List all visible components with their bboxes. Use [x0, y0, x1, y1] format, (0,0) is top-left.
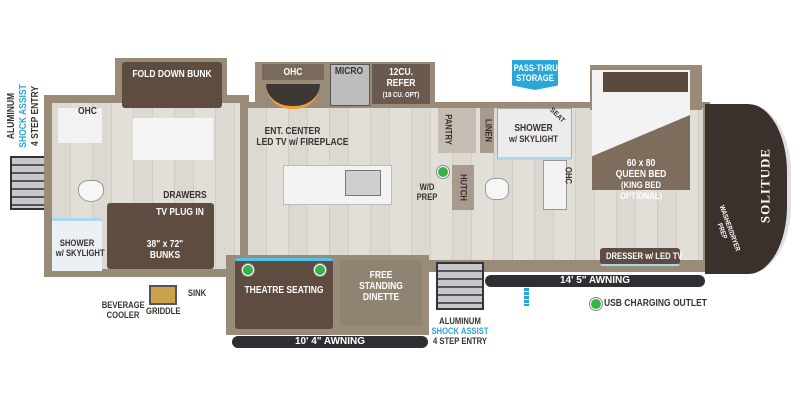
awning-left: 10' 4" AWNING: [232, 336, 428, 348]
pantry: [438, 108, 476, 153]
fold-down-bunk-mattress: [133, 118, 213, 160]
sink-label: SINK: [187, 288, 207, 298]
dresser-label: DRESSER w/ LED TV: [606, 251, 683, 261]
wd-prep-line2: PREP: [416, 192, 438, 202]
micro-label: MICRO: [334, 66, 364, 77]
kitchen-sink-icon: [345, 170, 381, 196]
theatre-seating-label: THEATRE SEATING: [244, 285, 324, 296]
bed-headboard: [603, 72, 688, 92]
dinette: [340, 260, 422, 326]
rear-entry-line2: SHOCK ASSIST: [18, 84, 29, 148]
ent-center-line2: LED TV w/ FIREPLACE: [256, 137, 349, 148]
usb-outlet-icon: [242, 264, 254, 276]
griddle-icon: [149, 285, 177, 305]
bunks: [107, 203, 214, 269]
rear-shower-line1: SHOWER: [59, 238, 95, 248]
front-shower: [497, 108, 572, 160]
bed-option-line2: OPTIONAL): [619, 191, 663, 201]
refer-line2: REFER: [386, 78, 416, 89]
ohc-cabinet: [262, 64, 324, 80]
ohc-front-label: OHC: [563, 167, 574, 184]
linen-label: LINEN: [483, 119, 494, 142]
pass-thru-line2: STORAGE: [516, 73, 554, 83]
awning-left-label: 10' 4" AWNING: [294, 336, 366, 347]
rear-entry-label: ALUMINUM SHOCK ASSIST 4 STEP ENTRY: [6, 76, 42, 156]
rear-entry-line1: ALUMINUM: [6, 92, 17, 140]
refer-label: 12CU.REFER (18 CU. OPT): [376, 67, 425, 101]
beverage-cooler-line1: BEVERAGE: [101, 300, 145, 310]
fold-down-bunk-label: FOLD DOWN BUNK: [132, 69, 212, 80]
awning-right-label: 14' 5" AWNING: [559, 275, 631, 286]
side-entry-line3: 4 STEP ENTRY: [432, 336, 488, 346]
usb-outlet-icon: [314, 264, 326, 276]
dinette-line1: FREE: [369, 270, 393, 281]
ohc-bath-label: OHC: [78, 106, 97, 117]
rear-bath-vanity: [58, 108, 102, 143]
rear-shower-line2: w/ SKYLIGHT: [55, 248, 105, 258]
rear-entry-line3: 4 STEP ENTRY: [30, 86, 41, 147]
bed-size: 60 x 80: [626, 158, 656, 169]
usb-legend-label: USB CHARGING OUTLET: [604, 298, 707, 309]
front-shower-line2: w/ SKYLIGHT: [509, 134, 558, 144]
beverage-cooler-line2: COOLER: [106, 310, 140, 320]
dinette-line2: STANDING: [359, 281, 403, 292]
pass-thru-line1: PASS-THRU: [513, 63, 558, 73]
refer-line1: 12CU.: [388, 67, 414, 78]
usb-outlet-icon: [437, 166, 449, 178]
front-cap: [705, 104, 791, 274]
front-shower-line1: SHOWER: [514, 123, 553, 134]
awning-right: 14' 5" AWNING: [485, 275, 705, 287]
side-entry-line1: ALUMINUM: [439, 316, 481, 326]
fold-down-bunk: [122, 62, 222, 108]
rear-shower: [52, 218, 102, 271]
linen-closet: [480, 108, 494, 153]
wd-prep-line1: W/D: [419, 182, 435, 192]
pass-thru-storage-badge: [512, 60, 558, 90]
front-toilet-icon: [485, 178, 509, 200]
solitude-logo: SOLITUDE: [757, 147, 773, 224]
bunks-size: 38" x 72": [146, 239, 184, 250]
usb-legend-icon: [590, 298, 602, 310]
refer-line3: (18 CU. OPT): [382, 92, 420, 99]
bed-option-line1: (KING BED: [621, 180, 661, 190]
hutch: [452, 165, 474, 210]
front-vanity: [543, 160, 567, 210]
side-entry-steps[interactable]: [436, 262, 484, 310]
bed-type: QUEEN BED: [615, 169, 667, 180]
drawers-label: DRAWERS: [163, 190, 207, 201]
ohc-kitchen-label: OHC: [283, 67, 303, 78]
ent-center-line1: ENT. CENTER: [264, 126, 321, 137]
dresser: [600, 248, 680, 266]
refrigerator: [372, 64, 430, 104]
bunks-label: 38" x 72"BUNKS: [131, 239, 199, 261]
hutch-label: HUTCH: [458, 174, 469, 201]
bunks-title: BUNKS: [149, 250, 181, 261]
water-hose-icon: [524, 288, 529, 306]
dinette-line3: DINETTE: [362, 292, 400, 303]
griddle-label: GRIDDLE: [146, 306, 181, 316]
rear-toilet-icon: [78, 180, 104, 202]
tv-plug-label: TV PLUG IN: [156, 207, 204, 218]
side-entry-line2: SHOCK ASSIST: [431, 326, 489, 336]
pantry-label: PANTRY: [443, 114, 454, 145]
microwave-icon: [330, 64, 370, 106]
